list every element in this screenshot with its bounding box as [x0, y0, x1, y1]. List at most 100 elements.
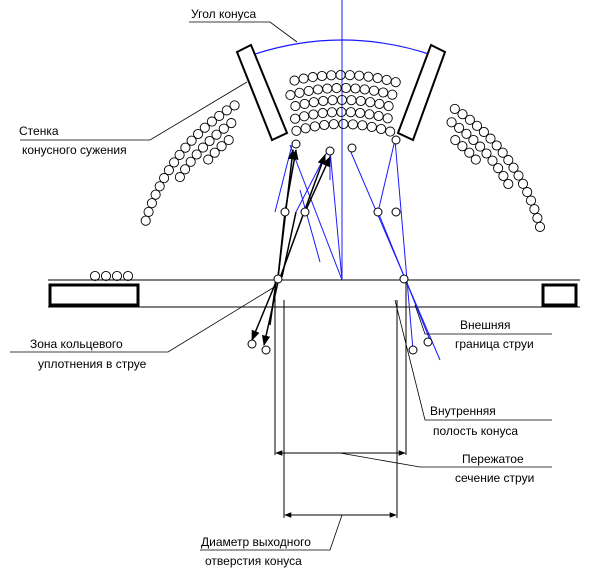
pellet	[327, 95, 338, 106]
pellet	[154, 181, 165, 192]
pellet	[211, 129, 222, 140]
pellet	[470, 154, 481, 165]
pellet	[491, 140, 502, 151]
pellet	[450, 135, 461, 146]
ring-markers	[247, 135, 433, 355]
pellet	[532, 212, 543, 224]
pellet	[218, 123, 229, 134]
pellet	[457, 109, 468, 120]
pellet	[487, 155, 498, 166]
pellet	[344, 70, 355, 81]
pellet	[303, 85, 314, 96]
pellet	[326, 107, 338, 118]
pellet	[309, 121, 320, 132]
pellet	[335, 69, 346, 81]
inner-cavity-line2: полость конуса	[433, 424, 518, 438]
contracted-section-line2: сечение струи	[455, 471, 534, 485]
pellet	[290, 101, 301, 112]
pellet	[366, 121, 377, 132]
pellet	[285, 90, 296, 101]
pellet	[326, 70, 337, 81]
pellet	[122, 270, 134, 282]
pellet	[481, 148, 492, 159]
pellet	[390, 77, 401, 88]
outer-boundary-line1: Внешняя	[460, 318, 511, 332]
pellet	[89, 270, 101, 282]
pellet	[365, 97, 376, 108]
pellet	[464, 147, 475, 158]
pellet	[498, 170, 509, 182]
pellet	[461, 128, 472, 139]
pellet	[291, 125, 302, 136]
pellet	[308, 97, 319, 108]
pellet	[298, 73, 309, 84]
outer-boundary-line2: граница струи	[455, 337, 534, 351]
pellet	[209, 147, 220, 158]
pellet	[363, 71, 374, 82]
pellet	[206, 116, 217, 127]
pellet	[468, 134, 479, 146]
pellet	[383, 101, 394, 112]
pellet	[193, 128, 204, 140]
pellet	[446, 117, 457, 128]
pellet	[359, 84, 370, 95]
pellet	[229, 100, 240, 111]
pellet	[140, 215, 151, 226]
pellet	[100, 270, 112, 282]
pellet	[299, 98, 310, 109]
pellet	[457, 141, 468, 152]
diameter-label-line1: Диаметр выходного	[201, 535, 311, 549]
wall-label-line2: конусного сужения	[22, 143, 127, 157]
pellet	[290, 113, 301, 124]
pellet	[316, 70, 328, 82]
pellet	[312, 84, 323, 95]
pellet	[508, 162, 519, 173]
pellet	[203, 154, 214, 165]
pellet	[529, 204, 540, 215]
pellet	[503, 155, 514, 166]
pellet	[449, 103, 460, 114]
pellet	[522, 187, 533, 198]
cone-angle-label: Угол конуса	[191, 7, 256, 21]
pellet	[319, 119, 330, 131]
trajectory-arrows	[251, 148, 331, 347]
pellet	[159, 173, 170, 184]
pellet	[357, 120, 368, 131]
pellet	[294, 87, 305, 98]
pellet	[111, 270, 123, 282]
pellet	[308, 109, 319, 120]
pellet	[385, 126, 396, 137]
pellet	[336, 106, 347, 118]
pellet	[331, 83, 342, 94]
pellet	[513, 170, 524, 181]
pellet	[199, 122, 210, 133]
pellet	[307, 72, 318, 83]
pellet	[289, 75, 300, 86]
pellet	[197, 142, 209, 153]
pellet	[300, 123, 311, 134]
pellet	[475, 141, 486, 152]
pellet	[493, 163, 504, 174]
pellet	[345, 107, 356, 118]
right-plate	[541, 283, 578, 307]
pellet	[354, 70, 365, 81]
pellet	[454, 122, 465, 133]
pellet	[373, 110, 384, 122]
pellet	[328, 119, 339, 130]
pellet	[204, 135, 215, 147]
pellet	[143, 206, 154, 217]
pellet	[340, 82, 352, 94]
inner-cavity-line1: Внутренняя	[430, 404, 496, 418]
pellet	[174, 172, 185, 183]
pellet	[216, 141, 227, 152]
pellet	[378, 87, 389, 98]
diameter-label-line2: отверстия конуса	[205, 554, 302, 568]
leader-lines	[10, 21, 552, 551]
pellet	[185, 156, 196, 167]
right-cone-wall	[396, 43, 447, 142]
pellet	[355, 95, 366, 107]
pellet	[347, 119, 358, 130]
seal-label-line1: Зона кольцевого	[30, 337, 123, 351]
